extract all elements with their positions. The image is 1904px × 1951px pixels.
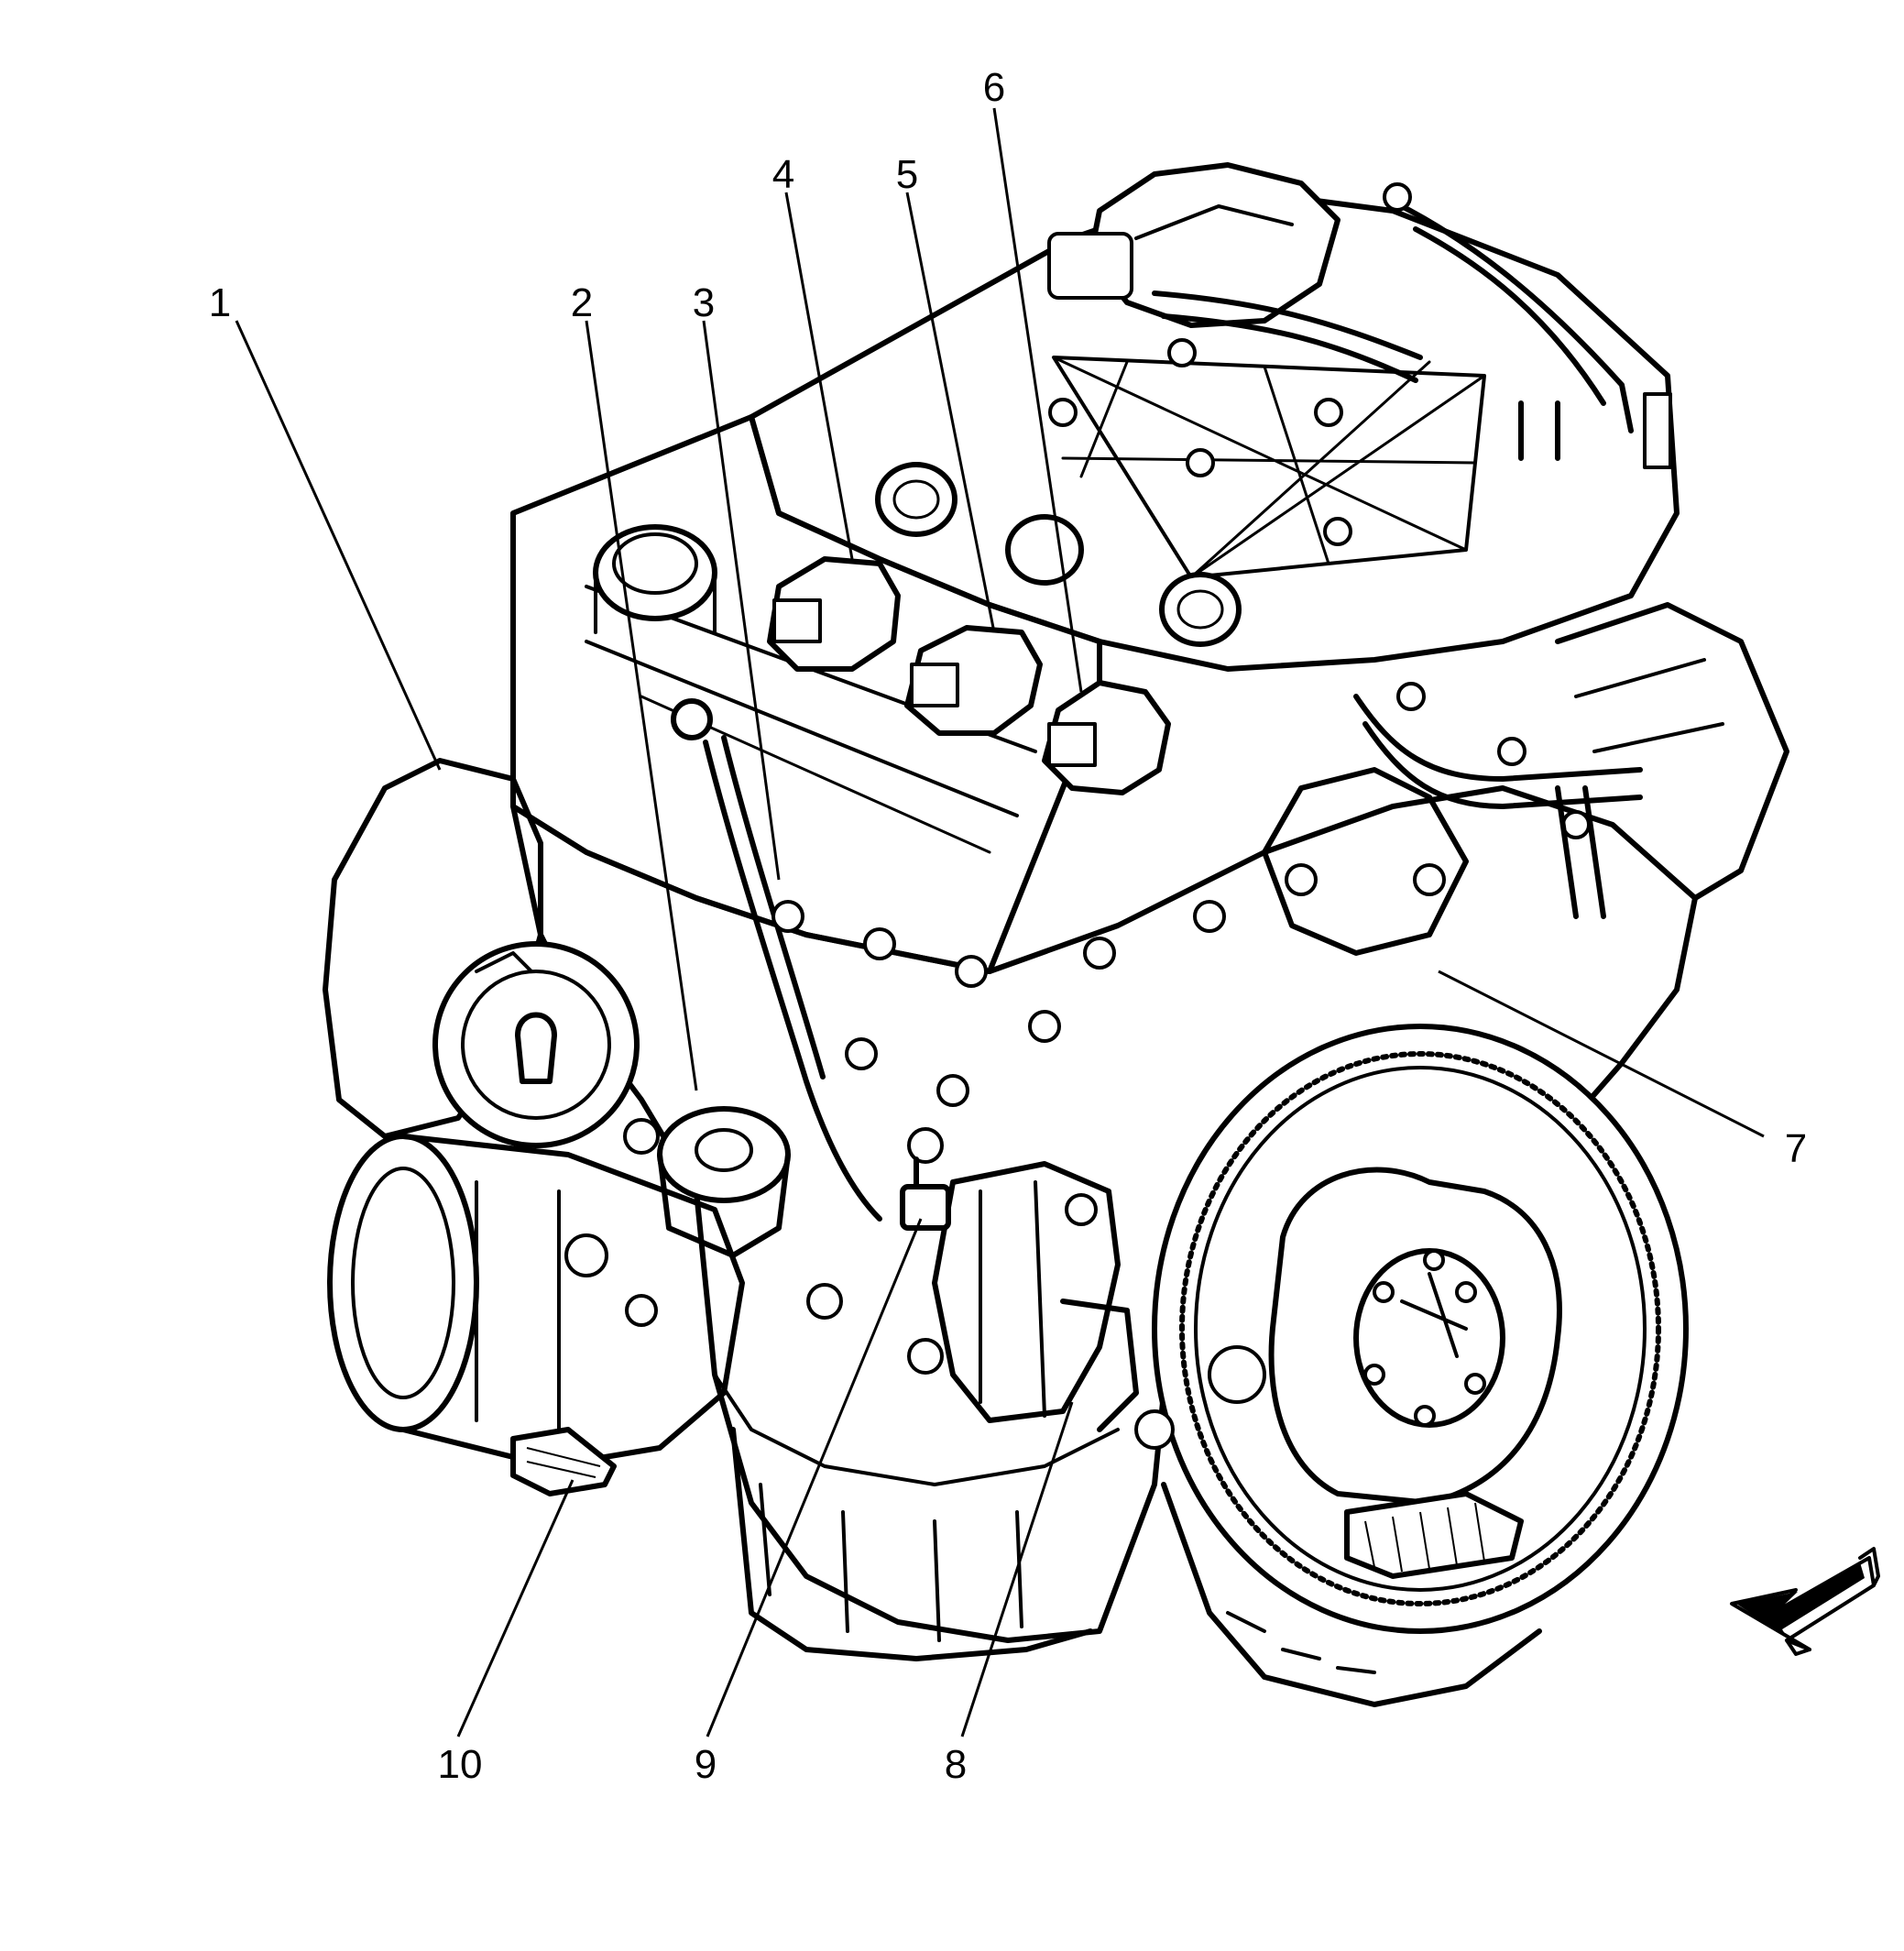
leader-line-1: [235, 320, 442, 771]
leader-line-6: [992, 107, 1083, 693]
callout-labels: 1 2 3 4 5 6 7 8 9 10: [209, 65, 1807, 1787]
callout-6: 6: [983, 65, 1005, 110]
water-pump: [323, 758, 640, 1148]
leader-line-5: [905, 192, 996, 633]
callout-2: 2: [571, 280, 593, 325]
oil-filter-adapter: [623, 1106, 791, 1258]
flywheel: [1134, 1024, 1689, 1707]
leader-line-10: [456, 1479, 574, 1737]
intake-manifold: [749, 162, 1680, 672]
front-direction-arrow-icon: [1730, 1547, 1880, 1656]
hoses: [1353, 694, 1643, 919]
leader-line-8: [960, 1401, 1074, 1737]
starter-motor: [932, 1161, 1139, 1432]
ac-compressor: [327, 1134, 745, 1496]
callout-3: 3: [693, 280, 715, 325]
leader-line-7: [1438, 970, 1765, 1138]
callout-7: 7: [1785, 1126, 1807, 1171]
callout-10: 10: [438, 1742, 483, 1787]
callout-5: 5: [896, 152, 918, 197]
callout-9: 9: [695, 1742, 717, 1787]
callout-1: 1: [209, 280, 231, 325]
leader-line-9: [706, 1218, 923, 1737]
leader-line-4: [784, 192, 854, 560]
leader-line-3: [702, 320, 781, 881]
ignition-coils: [767, 556, 1171, 795]
leader-line-2: [585, 320, 698, 1091]
callout-4: 4: [772, 152, 794, 197]
callout-8: 8: [945, 1742, 967, 1787]
leader-lines: [235, 107, 1765, 1737]
sensor-bracket: [900, 1127, 951, 1231]
engine-illustration: [323, 162, 1789, 1707]
